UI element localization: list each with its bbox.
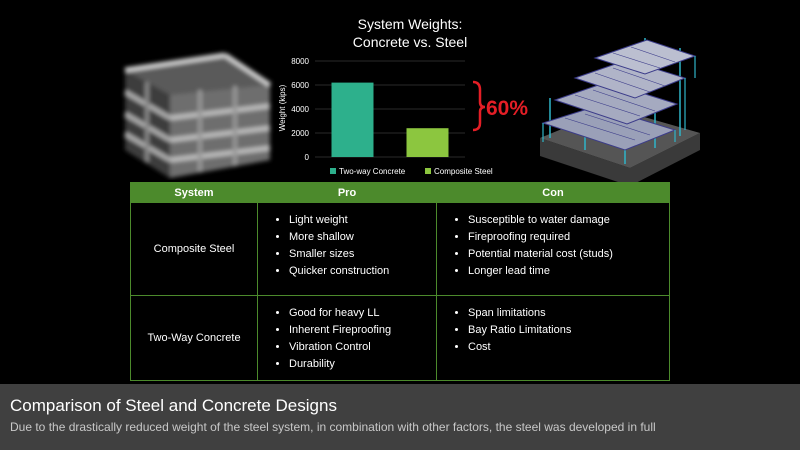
system-weights-chart: System Weights: Concrete vs. Steel 0 2000… [278,16,528,176]
list-item: Light weight [289,212,435,229]
list-item: Potential material cost (studs) [468,246,668,263]
list-item: Span limitations [468,305,668,322]
y-axis-ticks: 0 2000 4000 6000 8000 [291,57,309,162]
reduction-bracket [472,80,486,132]
list-item: Durability [289,356,435,373]
cons-list: Span limitations Bay Ratio Limitations C… [438,297,668,362]
list-item: Quicker construction [289,263,435,280]
caption-title: Comparison of Steel and Concrete Designs [10,396,337,415]
caption-band: Comparison of Steel and Concrete Designs… [0,384,800,450]
list-item: Fireproofing required [468,229,668,246]
caption-text: Due to the drastically reduced weight of… [10,420,656,434]
list-item: Inherent Fireproofing [289,322,435,339]
header-pro: Pro [257,182,437,203]
bar-composite-steel [406,128,449,157]
reduction-percent-label: 60% [486,97,528,120]
y-tick-label: 0 [305,153,310,162]
legend-label-steel: Composite Steel [434,167,493,176]
list-item: Smaller sizes [289,246,435,263]
table-row: Two-Way Concrete Good for heavy LL Inher… [130,295,670,381]
pros-list: Good for heavy LL Inherent Fireproofing … [259,297,435,379]
chart-title-line1: System Weights: [358,16,463,32]
bar-two-way-concrete [331,82,374,157]
system-cell: Composite Steel [130,202,258,296]
system-cell: Two-Way Concrete [130,295,258,381]
cons-cell: Susceptible to water damage Fireproofing… [436,202,670,296]
chart-legend: Two-way Concrete Composite Steel [330,167,493,176]
list-item: Bay Ratio Limitations [468,322,668,339]
y-tick-label: 6000 [291,81,309,90]
y-tick-label: 2000 [291,129,309,138]
list-item: Vibration Control [289,339,435,356]
legend-swatch-steel [425,168,431,174]
pros-list: Light weight More shallow Smaller sizes … [259,204,435,286]
y-tick-label: 8000 [291,57,309,66]
y-tick-label: 4000 [291,105,309,114]
list-item: Susceptible to water damage [468,212,668,229]
list-item: Good for heavy LL [289,305,435,322]
pros-cell: Good for heavy LL Inherent Fireproofing … [257,295,437,381]
steel-building-model [540,38,700,186]
header-system: System [130,182,258,203]
header-con: Con [436,182,670,203]
legend-swatch-concrete [330,168,336,174]
comparison-table: System Pro Con Composite Steel Light wei… [130,182,670,381]
pros-cell: Light weight More shallow Smaller sizes … [257,202,437,296]
concrete-building-model [123,52,272,178]
table-header-row: System Pro Con [130,182,670,203]
cons-list: Susceptible to water damage Fireproofing… [438,204,668,286]
y-axis-label: Weight (kips) [278,84,287,131]
legend-label-concrete: Two-way Concrete [339,167,406,176]
chart-title-line2: Concrete vs. Steel [353,34,467,50]
table-row: Composite Steel Light weight More shallo… [130,202,670,296]
list-item: Cost [468,339,668,356]
list-item: Longer lead time [468,263,668,280]
list-item: More shallow [289,229,435,246]
chart-bars [331,82,449,157]
cons-cell: Span limitations Bay Ratio Limitations C… [436,295,670,381]
